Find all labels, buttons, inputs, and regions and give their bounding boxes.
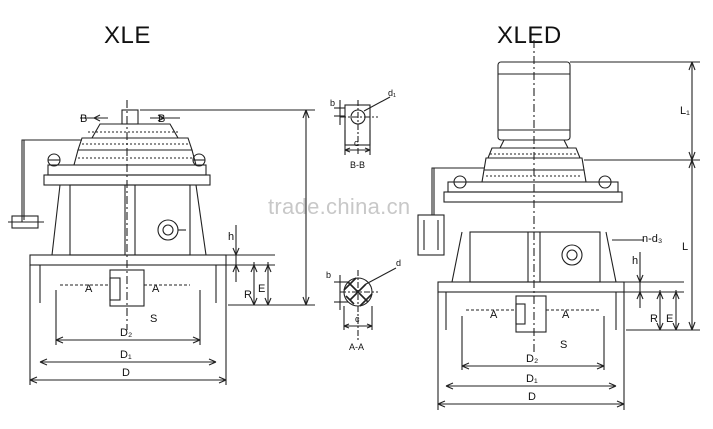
- label-d1-bb: d₁: [388, 88, 396, 98]
- xled-base-flange: [437, 281, 625, 293]
- label-d-aa: d: [396, 258, 401, 268]
- label-s-xle: S: [150, 313, 157, 325]
- watermark-text: trade.china.cn: [268, 194, 411, 219]
- xled-lifting-eye-right: [598, 175, 612, 189]
- xle-top-cap: [121, 109, 139, 125]
- label-h-xled: h: [632, 255, 638, 267]
- label-a-left-xled: A: [490, 309, 498, 321]
- label-h-xle: h: [228, 231, 234, 243]
- label-nd3-xled: n-d₃: [642, 233, 662, 245]
- xle-oil-window: [157, 219, 179, 241]
- label-r-xled: R: [650, 313, 658, 325]
- title-xle: XLE: [104, 22, 151, 49]
- label-d2-xled: D₂: [526, 353, 538, 365]
- label-a-right-xle: A: [152, 283, 160, 295]
- label-b-aa: b: [326, 270, 331, 280]
- label-l-xled: L: [682, 241, 688, 253]
- label-d1-xled: D₁: [526, 373, 538, 385]
- label-section-bb: B-B: [350, 160, 365, 170]
- xled-lifting-eye-left: [453, 175, 467, 189]
- section-aa: [334, 267, 397, 340]
- xled-oil-window: [561, 244, 583, 266]
- label-e-xle: E: [258, 283, 265, 295]
- title-xled: XLED: [497, 22, 562, 49]
- label-d2-xle: D₂: [120, 327, 132, 339]
- label-l1-xled: L₁: [680, 105, 690, 117]
- section-bb: [334, 96, 391, 155]
- label-r-xle: R: [244, 289, 252, 301]
- label-b-bb: b: [330, 98, 335, 108]
- label-c-bb: c: [354, 138, 359, 148]
- label-a-left-xle: A: [85, 283, 93, 295]
- xle-top-housing: [91, 123, 179, 139]
- label-d-xled: D: [528, 391, 536, 403]
- label-b-right: B: [158, 113, 165, 125]
- xle-base-flange: [29, 254, 227, 266]
- label-section-aa: A-A: [349, 342, 364, 352]
- label-a-right-xled: A: [562, 309, 570, 321]
- xled-reducer: [417, 40, 700, 410]
- xle-reducer: [8, 100, 315, 385]
- xled-output-shaft: [515, 295, 547, 333]
- label-d1-xle: D₁: [120, 349, 132, 361]
- label-c-aa: c: [355, 314, 360, 324]
- label-d-xle: D: [122, 367, 130, 379]
- label-s-xled: S: [560, 339, 567, 351]
- label-e-xled: E: [666, 313, 673, 325]
- label-b-left: B: [80, 113, 87, 125]
